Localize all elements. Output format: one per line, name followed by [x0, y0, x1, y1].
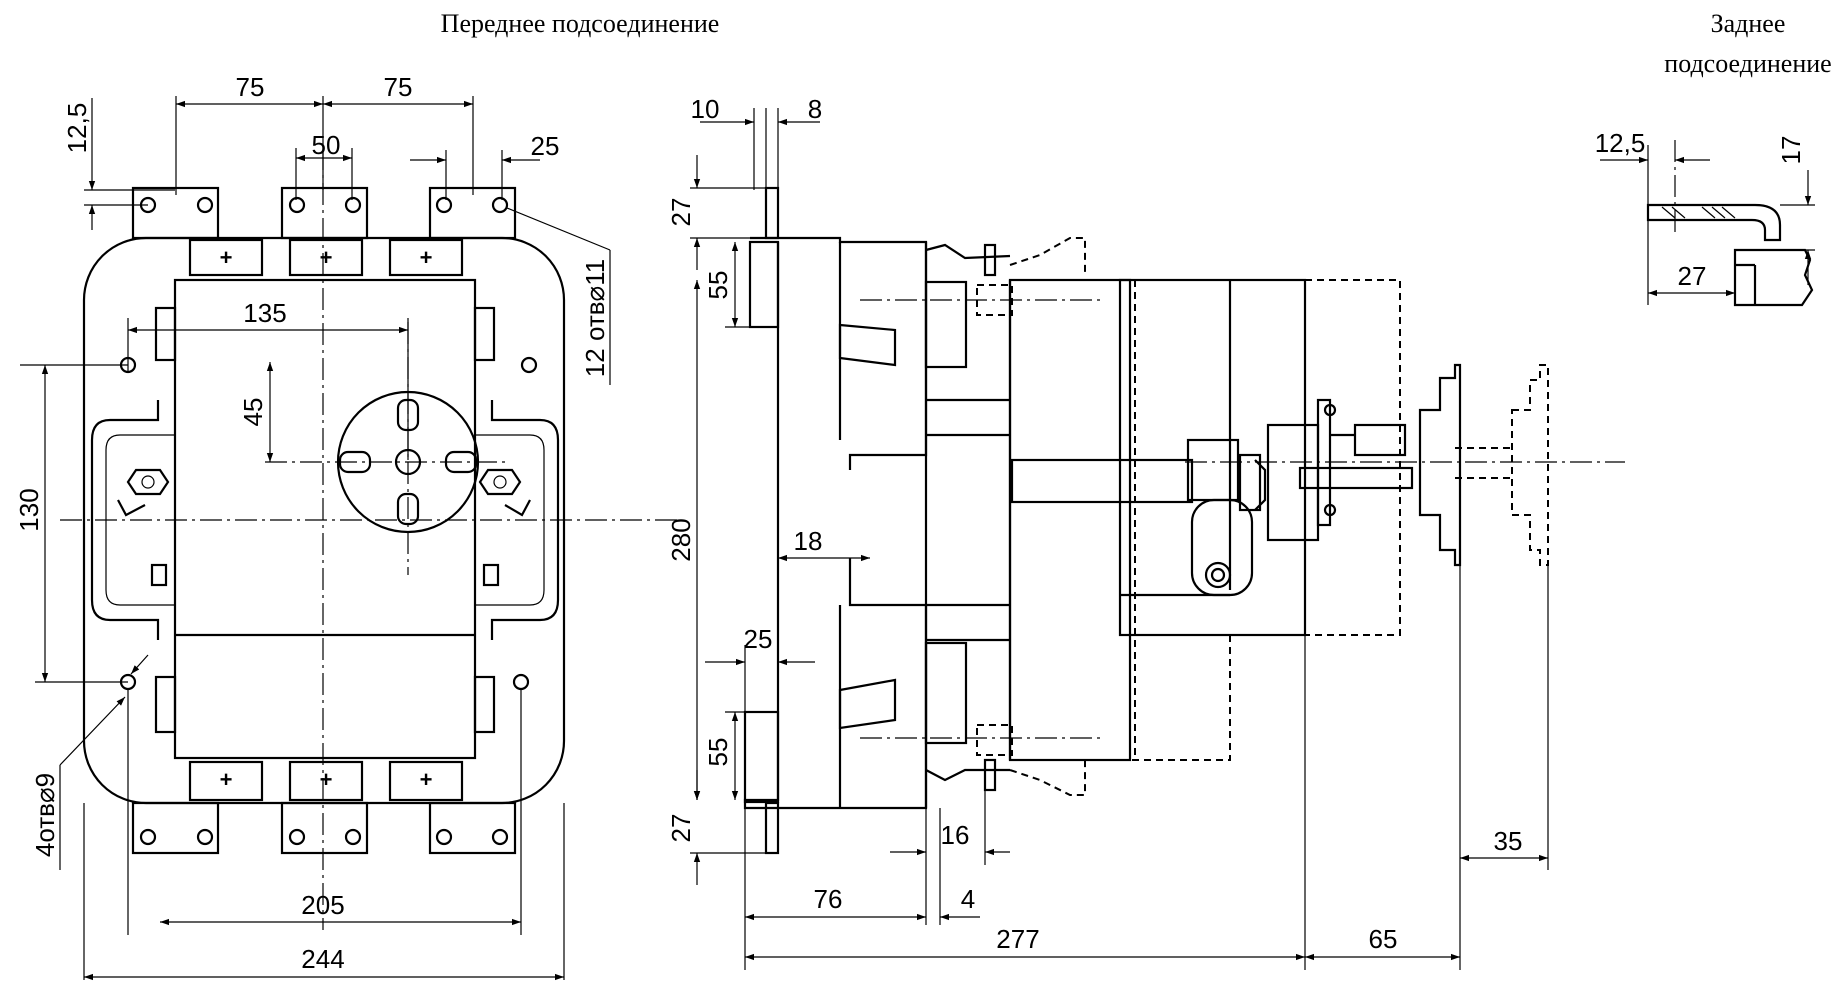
side-dimensions: 10 8 27 55 280 18 25 55 27 16 76	[666, 94, 1549, 970]
bottom-terminals: + + +	[131, 760, 517, 855]
dim-75-right: 75	[384, 72, 413, 102]
dim-75-left: 75	[236, 72, 265, 102]
caption-rear-2: подсоединение	[1664, 49, 1831, 78]
dim-10: 10	[691, 94, 720, 124]
dim-12-5-left: 12,5	[62, 103, 92, 154]
dim-130: 130	[14, 488, 44, 531]
dim-65: 65	[1369, 924, 1398, 954]
dim-277: 277	[996, 924, 1039, 954]
plus-label: +	[320, 767, 333, 792]
plus-label: +	[420, 767, 433, 792]
mount-hole	[512, 673, 530, 691]
plus-label: +	[320, 245, 333, 270]
dim-16: 16	[941, 820, 970, 850]
plus-label: +	[220, 767, 233, 792]
side-view	[743, 186, 1625, 855]
dim-135: 135	[243, 298, 286, 328]
dim-17: 17	[1776, 136, 1806, 165]
label-12-holes: 12 отв⌀11	[580, 259, 610, 377]
dim-18: 18	[794, 526, 823, 556]
dim-50: 50	[312, 130, 341, 160]
label-4-holes: 4отв⌀9	[30, 773, 60, 857]
dim-12-5-rear: 12,5	[1595, 128, 1646, 158]
dim-27-top: 27	[666, 198, 696, 227]
dim-35: 35	[1494, 826, 1523, 856]
dim-55-top: 55	[703, 271, 733, 300]
front-cover	[173, 278, 477, 760]
dim-76: 76	[814, 884, 843, 914]
caption-rear-1: Заднее	[1711, 9, 1786, 38]
dim-25-mid: 25	[744, 624, 773, 654]
dim-4: 4	[961, 884, 975, 914]
handle-disk	[265, 322, 505, 575]
dim-27-bottom: 27	[666, 814, 696, 843]
dim-8: 8	[808, 94, 822, 124]
front-dimensions: 75 75 50 25 12,5 12 отв⌀11 135 45 130	[14, 72, 611, 981]
dim-205: 205	[301, 890, 344, 920]
dim-25-top: 25	[531, 131, 560, 161]
plus-label: +	[220, 245, 233, 270]
dim-55-bottom: 55	[703, 738, 733, 767]
rear-connection-detail: 12,5 17 27	[1595, 128, 1815, 307]
plus-label: +	[420, 245, 433, 270]
dim-27-rear: 27	[1678, 261, 1707, 291]
caption-front: Переднее подсоединение	[441, 9, 720, 38]
dim-45: 45	[238, 398, 268, 427]
mount-hole	[520, 356, 538, 374]
top-terminals: + + +	[131, 186, 517, 277]
dim-244: 244	[301, 944, 344, 974]
dim-280: 280	[666, 518, 696, 561]
